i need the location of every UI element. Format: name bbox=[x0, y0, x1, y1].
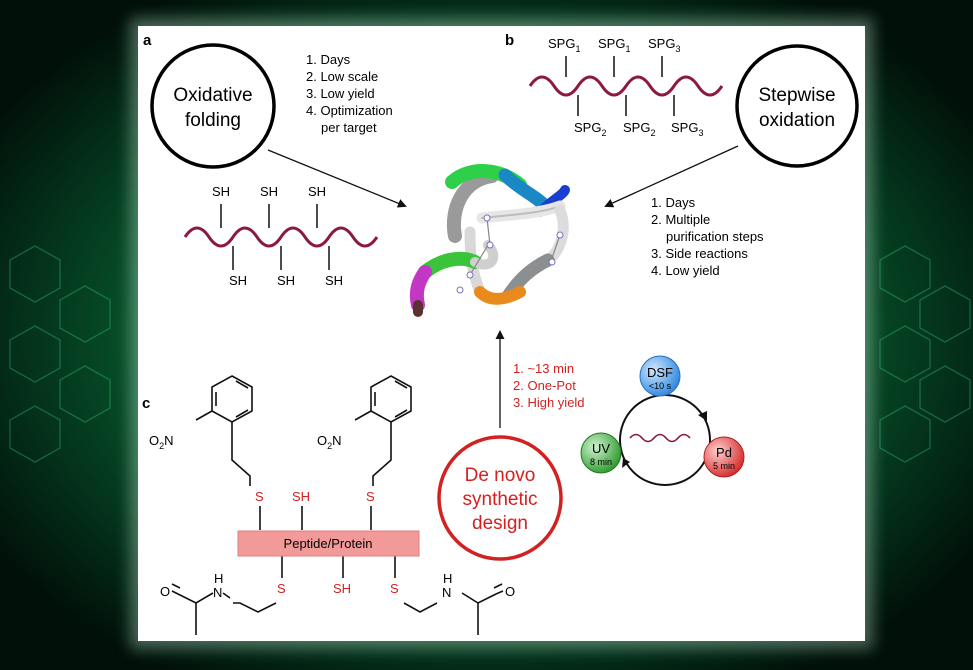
panel-label-c: c bbox=[142, 395, 150, 412]
peptide-protein-label: Peptide/Protein bbox=[284, 536, 373, 551]
dsf-label: DSF bbox=[647, 365, 673, 380]
drawback-item: 2. Multiple bbox=[651, 212, 710, 227]
pd-label: Pd bbox=[716, 445, 732, 460]
oxidative-folding-line1: Oxidative bbox=[173, 85, 252, 106]
spg-bottom-label: SPG3 bbox=[671, 120, 703, 138]
peptide-protein-bar bbox=[237, 530, 420, 557]
amide-hydrogen: H bbox=[214, 571, 223, 586]
protected-peptide-structure bbox=[171, 375, 504, 635]
figure-panel: a b c Oxidative folding 1. Days 2. Low s… bbox=[138, 26, 865, 641]
oxidative-folding-node: Oxidative folding bbox=[150, 43, 276, 169]
drawback-item: 2. Low scale bbox=[306, 69, 378, 84]
stepwise-oxidation-drawbacks: 1. Days 2. Multiple purification steps 3… bbox=[651, 195, 764, 278]
sulfur-atom: S bbox=[255, 489, 264, 504]
folded-protein-illustration bbox=[409, 164, 570, 317]
figure-canvas: a b c Oxidative folding 1. Days 2. Low s… bbox=[142, 32, 859, 635]
advantage-item: 2. One-Pot bbox=[513, 378, 576, 393]
stepwise-oxidation-line2: oxidation bbox=[759, 110, 835, 131]
drawback-item: 4. Low yield bbox=[651, 263, 720, 278]
thiol-label: SH bbox=[292, 489, 310, 504]
thiol-label: SH bbox=[333, 581, 351, 596]
nitro-group-left: O2N bbox=[149, 433, 174, 451]
drawback-item: 4. Optimization bbox=[306, 103, 393, 118]
drawback-item: 3. Low yield bbox=[306, 86, 375, 101]
uv-node bbox=[580, 432, 622, 474]
amide-oxygen: O bbox=[505, 584, 515, 599]
de-novo-design-node: De novo synthetic design bbox=[437, 435, 563, 561]
drawback-item: 3. Side reactions bbox=[651, 246, 748, 261]
thiol-label: SH bbox=[229, 273, 247, 288]
sulfur-atom: S bbox=[390, 581, 399, 596]
amide-nitrogen: N bbox=[442, 585, 451, 600]
structure-atoms: O2N O2N S SH S S SH S O N H N H O bbox=[149, 433, 515, 600]
panel-label-a: a bbox=[143, 32, 152, 49]
dsf-node bbox=[639, 355, 681, 397]
de-novo-line3: design bbox=[472, 513, 528, 534]
uv-label: UV bbox=[592, 441, 610, 456]
pd-node bbox=[703, 436, 745, 478]
peptide-chain-b: SPG1 SPG1 SPG3 SPG2 SPG2 SPG3 bbox=[528, 36, 724, 138]
stepwise-oxidation-line1: Stepwise bbox=[758, 85, 835, 106]
panel-label-b: b bbox=[505, 32, 514, 49]
advantage-item: 3. High yield bbox=[513, 395, 585, 410]
spg-bottom-label: SPG2 bbox=[623, 120, 655, 138]
dsf-time: <10 s bbox=[649, 381, 672, 391]
deprotection-cycle: DSF <10 s Pd 5 min UV 8 min bbox=[580, 355, 745, 486]
de-novo-line1: De novo bbox=[465, 465, 536, 486]
stepwise-oxidation-node: Stepwise oxidation bbox=[735, 44, 859, 168]
amide-nitrogen: N bbox=[213, 585, 222, 600]
nitro-group-right: O2N bbox=[317, 433, 342, 451]
spg-top-label: SPG1 bbox=[598, 36, 630, 54]
sulfur-atom: S bbox=[366, 489, 375, 504]
de-novo-line2: synthetic bbox=[463, 489, 538, 510]
drawback-item: purification steps bbox=[666, 229, 764, 244]
amide-hydrogen: H bbox=[443, 571, 452, 586]
drawback-item: per target bbox=[321, 120, 377, 135]
spg-top-label: SPG3 bbox=[648, 36, 680, 54]
arrow-a-to-protein bbox=[267, 149, 407, 208]
arrow-b-to-protein bbox=[604, 145, 739, 208]
peptide-chain-a: SH SH SH SH SH SH bbox=[183, 184, 379, 288]
de-novo-advantages: 1. ~13 min 2. One-Pot 3. High yield bbox=[513, 361, 585, 410]
oxidative-folding-drawbacks: 1. Days 2. Low scale 3. Low yield 4. Opt… bbox=[306, 52, 393, 135]
spg-top-label: SPG1 bbox=[548, 36, 580, 54]
thiol-label: SH bbox=[277, 273, 295, 288]
drawback-item: 1. Days bbox=[651, 195, 696, 210]
thiol-label: SH bbox=[325, 273, 343, 288]
spg-bottom-label: SPG2 bbox=[574, 120, 606, 138]
advantage-item: 1. ~13 min bbox=[513, 361, 574, 376]
uv-time: 8 min bbox=[590, 457, 612, 467]
thiol-label: SH bbox=[260, 184, 278, 199]
amide-oxygen: O bbox=[160, 584, 170, 599]
oxidative-folding-line2: folding bbox=[185, 110, 241, 131]
thiol-label: SH bbox=[212, 184, 230, 199]
pd-time: 5 min bbox=[713, 461, 735, 471]
thiol-label: SH bbox=[308, 184, 326, 199]
drawback-item: 1. Days bbox=[306, 52, 351, 67]
sulfur-atom: S bbox=[277, 581, 286, 596]
